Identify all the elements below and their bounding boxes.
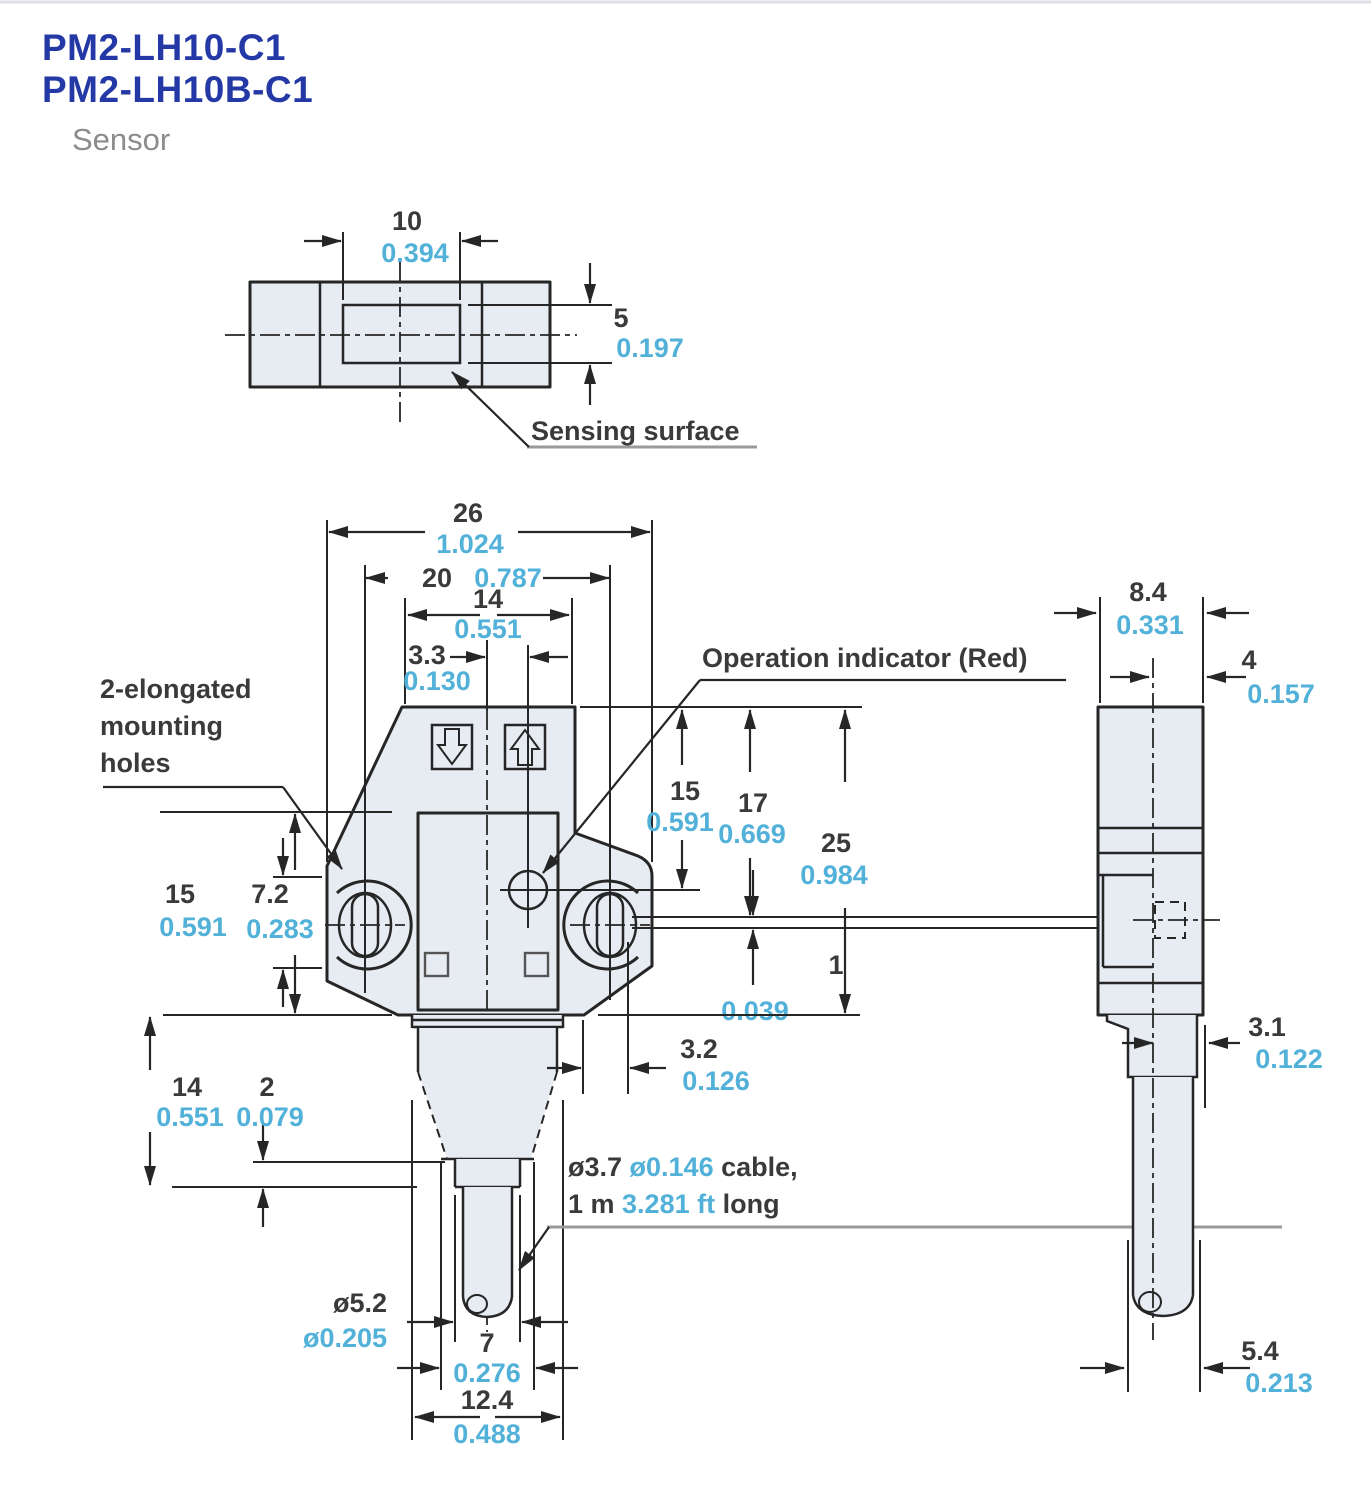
dim-124-mm: 12.4	[461, 1385, 514, 1415]
leader-arrow	[542, 679, 701, 874]
dim-4-mm: 4	[1241, 645, 1256, 675]
down-arrow-icon	[436, 728, 468, 766]
dim-72-mm: 7.2	[251, 879, 289, 909]
dim-top-height-mm: 5	[613, 303, 628, 333]
operation-indicator-label: Operation indicator (Red)	[702, 643, 1028, 673]
dim-25-in: 0.984	[800, 860, 868, 890]
cable-diameter-in: ø0.146	[630, 1152, 714, 1182]
dim-32-mm: 3.2	[680, 1034, 718, 1064]
dim-14w-mm: 14	[473, 584, 503, 614]
dim-17-mm: 17	[738, 788, 768, 818]
cable-note-line1: ø3.7 ø0.146 cable,	[568, 1152, 798, 1182]
dim-top-width-mm: 10	[392, 206, 422, 236]
sensing-window	[341, 303, 462, 365]
dim-15l-in: 0.591	[159, 912, 227, 942]
leader-arrow	[451, 371, 530, 448]
cable-length-mm: 1 m	[568, 1189, 622, 1219]
operation-indicator-callout: Operation indicator (Red)	[542, 643, 1066, 874]
mounting-label-line1: 2-elongated	[100, 674, 252, 704]
model-title-1: PM2-LH10-C1	[42, 27, 286, 68]
sensing-surface-callout: Sensing surface	[451, 371, 757, 449]
dim-20-in: 0.787	[474, 563, 542, 593]
dim-31-mm: 3.1	[1248, 1012, 1286, 1042]
subtitle: Sensor	[72, 122, 170, 157]
dim-7-in: 0.276	[453, 1358, 521, 1388]
dim-124-in: 0.488	[453, 1419, 521, 1449]
top-view	[225, 262, 577, 425]
cable-core	[1138, 1291, 1162, 1313]
side-view-dimensions: 8.4 0.331 4 0.157 3.1 0.122 5.4 0.213	[1054, 577, 1323, 1398]
dim-20-mm: 20	[422, 563, 452, 593]
dim-14h-mm: 14	[172, 1072, 202, 1102]
dim-top-width-in: 0.394	[381, 238, 449, 268]
dim-15r-in: 0.591	[646, 807, 714, 837]
cable-length-word: long	[715, 1189, 779, 1219]
dim-26-in: 1.024	[436, 529, 504, 559]
mounting-label-line2: mounting	[100, 711, 223, 741]
sensing-surface-label: Sensing surface	[531, 416, 740, 446]
dim-26-mm: 26	[453, 498, 483, 528]
leader-arrow	[518, 1226, 550, 1271]
dim-7-mm: 7	[479, 1328, 494, 1358]
cable-word: cable,	[714, 1152, 798, 1182]
dim-31-in: 0.122	[1255, 1044, 1323, 1074]
cable-length-in: 3.281 ft	[622, 1189, 715, 1219]
side-view	[1096, 658, 1220, 1340]
dim-2-in: 0.079	[236, 1102, 304, 1132]
cable-diameter-mm: ø3.7	[568, 1152, 630, 1182]
dim-15l-mm: 15	[165, 879, 195, 909]
dim-14w-in: 0.551	[454, 614, 522, 644]
dim-25-mm: 25	[821, 828, 851, 858]
sensing-slot	[416, 811, 560, 1012]
dim-33-mm: 3.3	[408, 640, 446, 670]
dim-52-in: ø0.205	[303, 1323, 387, 1353]
dim-top-height-in: 0.197	[616, 333, 684, 363]
front-view-dimensions: 26 1.024 20 0.787 14 0.551 3.3 0.130 15 …	[144, 498, 1148, 1449]
dim-32-in: 0.126	[682, 1066, 750, 1096]
dim-72-in: 0.283	[246, 914, 314, 944]
dim-15r-mm: 15	[670, 776, 700, 806]
model-title-2: PM2-LH10B-C1	[42, 69, 313, 110]
dim-84-mm: 8.4	[1129, 577, 1167, 607]
dim-2-mm: 2	[259, 1072, 274, 1102]
dim-52-mm: ø5.2	[333, 1288, 387, 1318]
dim-14h-in: 0.551	[156, 1102, 224, 1132]
top-view-dimensions: 10 0.394 5 0.197	[304, 206, 684, 405]
cable-callout: ø3.7 ø0.146 cable, 1 m 3.281 ft long	[518, 1152, 1282, 1271]
mounting-label-line3: holes	[100, 748, 171, 778]
header: PM2-LH10-C1 PM2-LH10B-C1 Sensor	[42, 27, 313, 157]
dim-4-in: 0.157	[1247, 679, 1315, 709]
dim-84-in: 0.331	[1116, 610, 1184, 640]
up-arrow-icon	[509, 728, 541, 766]
emitter-window	[423, 951, 450, 978]
dim-1-in: 0.039	[721, 996, 789, 1026]
leader-arrow	[282, 786, 343, 870]
receiver-window	[523, 951, 550, 978]
dim-17-in: 0.669	[718, 819, 786, 849]
cable-note-line2: 1 m 3.281 ft long	[568, 1189, 780, 1219]
cable-core	[466, 1294, 488, 1314]
dim-54-mm: 5.4	[1241, 1336, 1279, 1366]
dim-33-in: 0.130	[403, 666, 471, 696]
front-view	[325, 640, 700, 1332]
dim-1-mm: 1	[828, 950, 843, 980]
mounting-holes-callout: 2-elongated mounting holes	[100, 674, 343, 870]
dim-54-in: 0.213	[1245, 1368, 1313, 1398]
